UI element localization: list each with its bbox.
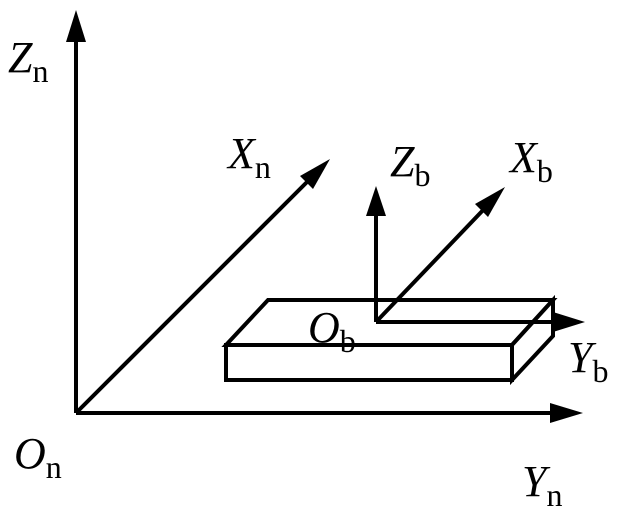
label-ob: Ob [308,303,356,359]
label-yb: Yb [568,333,608,389]
label-zb: Zb [390,137,430,193]
zb-arrowhead [366,186,386,216]
body-frame [366,186,585,332]
navigation-frame [66,10,583,423]
label-xb: Xb [508,133,553,189]
label-yn: Yn [522,457,562,513]
label-zn: Zn [8,33,48,89]
yb-arrowhead [553,312,585,332]
xn-arrowhead [300,159,330,189]
xn-axis [74,175,314,415]
yn-arrowhead [550,403,583,423]
zn-arrowhead [66,10,86,42]
label-xn: Xn [226,129,271,185]
body-block [221,294,558,386]
block-front-face [224,343,514,382]
xb-axis [374,204,489,324]
label-on: On [14,429,62,485]
xb-arrowhead [475,187,505,217]
